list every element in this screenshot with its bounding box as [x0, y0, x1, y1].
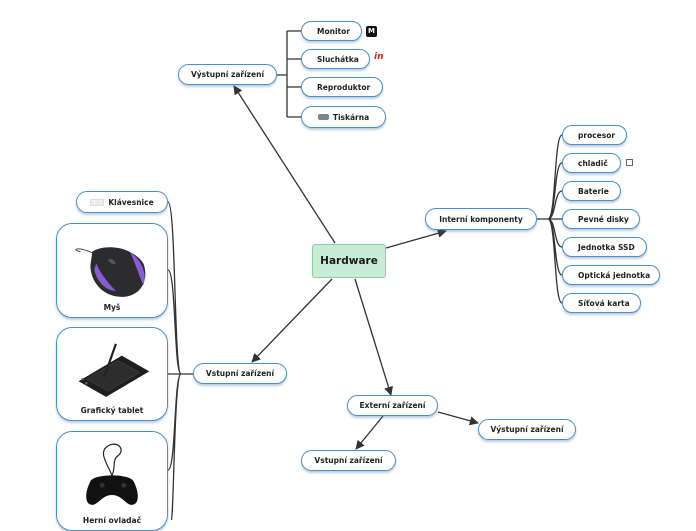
output-item-monitor-label: Monitor: [317, 26, 350, 36]
graphics-tablet-image: [78, 343, 150, 397]
internal-item-optical-drive-label: Optická jednotka: [578, 270, 651, 280]
output-item-speaker[interactable]: Reproduktor: [301, 77, 383, 97]
link-external-input: [355, 415, 384, 450]
mouse-image: [75, 247, 146, 297]
external-input-devices-node[interactable]: Vstupní zařízení: [301, 450, 396, 471]
fan-input: [167, 201, 193, 520]
gamepad-image: [86, 443, 138, 505]
internal-components-node[interactable]: Interní komponenty: [425, 208, 537, 230]
link-root-output: [233, 85, 336, 244]
internal-item-optical-drive[interactable]: Optická jednotka: [562, 265, 660, 285]
internal-item-battery-label: Baterie: [578, 186, 609, 196]
input-item-mouse-label: Myš: [103, 303, 121, 312]
connector-lines: [167, 30, 563, 520]
printer-icon: [317, 114, 329, 120]
output-item-speaker-label: Reproduktor: [317, 82, 371, 92]
internal-item-ssd[interactable]: Jednotka SSD: [562, 237, 647, 257]
input-item-mouse[interactable]: Myš: [56, 223, 168, 318]
output-devices-node[interactable]: Výstupní zařízení: [178, 64, 277, 85]
external-output-devices-label: Výstupní zařízení: [490, 425, 564, 434]
output-item-headphones[interactable]: Sluchátka: [301, 49, 370, 69]
internal-item-cooler[interactable]: chladič: [562, 153, 621, 173]
external-input-devices-label: Vstupní zařízení: [314, 456, 383, 465]
link-root-internal: [385, 228, 447, 249]
output-devices-label: Výstupní zařízení: [190, 70, 265, 79]
output-item-printer-label: Tiskárna: [332, 112, 370, 122]
input-item-graphics-tablet-label: Grafický tablet: [80, 406, 144, 415]
internal-item-processor-label: procesor: [578, 130, 616, 140]
root-node[interactable]: Hardware: [312, 244, 386, 278]
bracket-output: [277, 30, 301, 118]
internal-item-ssd-label: Jednotka SSD: [578, 242, 635, 252]
internal-item-hard-disks-label: Pevné disky: [578, 214, 629, 224]
internal-item-network-card-label: Síťová karta: [578, 298, 630, 308]
external-output-devices-node[interactable]: Výstupní zařízení: [478, 419, 576, 440]
input-item-keyboard[interactable]: Klávesnice: [76, 191, 168, 213]
link-root-input: [251, 278, 333, 363]
input-item-gamepad[interactable]: Herní ovladač: [56, 431, 168, 531]
internal-item-battery[interactable]: Baterie: [562, 181, 621, 201]
link-root-external: [354, 278, 393, 396]
input-devices-node[interactable]: Vstupní zařízení: [193, 363, 287, 384]
input-item-gamepad-label: Herní ovladač: [82, 516, 142, 525]
external-devices-node[interactable]: Externí zařízení: [347, 395, 438, 416]
output-item-monitor[interactable]: Monitor: [301, 21, 362, 41]
output-item-printer[interactable]: Tiskárna: [301, 106, 386, 128]
m-badge-icon: M: [366, 26, 377, 37]
in-brand-icon: in: [374, 52, 384, 62]
link-external-output: [437, 411, 479, 426]
external-devices-label: Externí zařízení: [359, 401, 426, 410]
internal-item-hard-disks[interactable]: Pevné disky: [562, 209, 640, 229]
internal-item-network-card[interactable]: Síťová karta: [562, 293, 641, 313]
internal-item-processor[interactable]: procesor: [562, 125, 627, 145]
external-link-icon: [626, 159, 633, 166]
keyboard-icon: [90, 198, 105, 206]
input-item-graphics-tablet[interactable]: Grafický tablet: [56, 327, 168, 421]
input-item-keyboard-label: Klávesnice: [108, 197, 154, 207]
internal-components-label: Interní komponenty: [439, 214, 523, 224]
internal-item-cooler-label: chladič: [578, 158, 608, 168]
fan-internal: [537, 134, 563, 304]
input-devices-label: Vstupní zařízení: [205, 369, 275, 378]
root-label: Hardware: [320, 255, 378, 267]
output-item-headphones-label: Sluchátka: [317, 54, 359, 64]
